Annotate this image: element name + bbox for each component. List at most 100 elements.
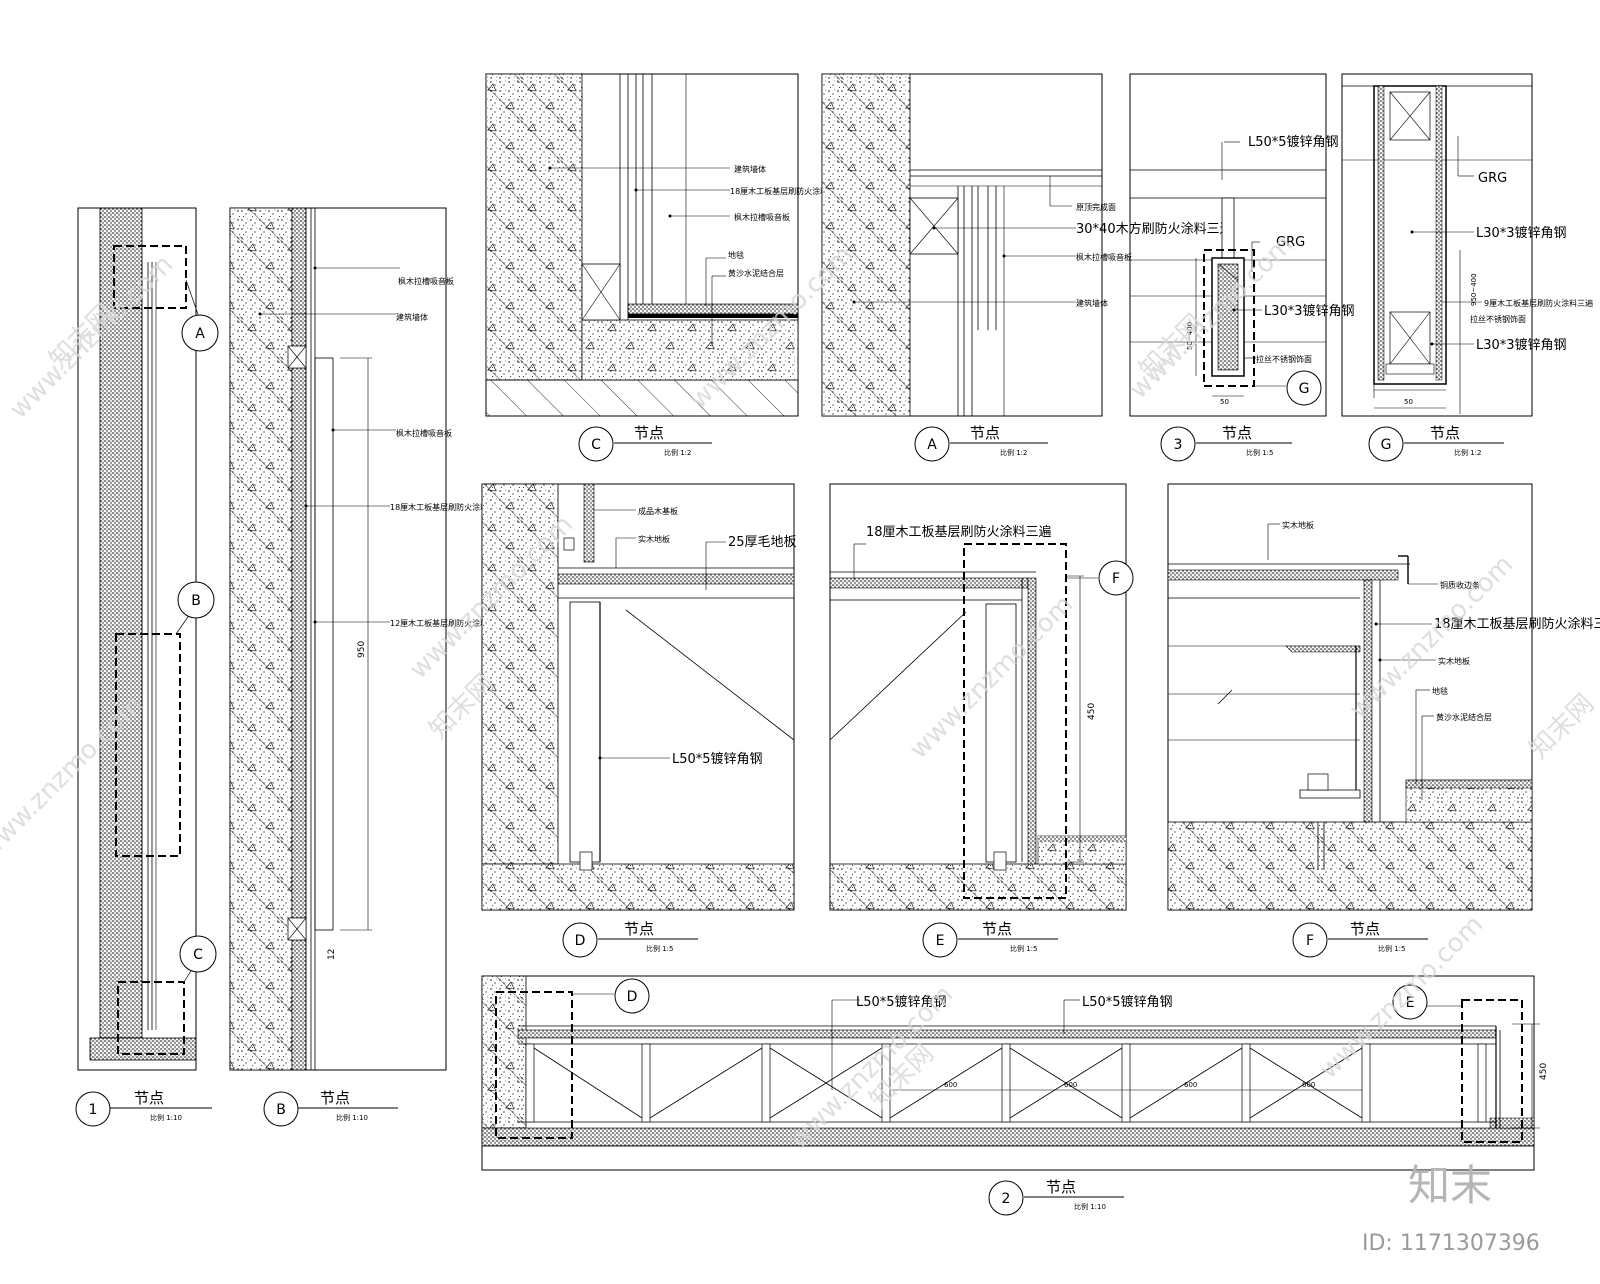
wood-block-G-bottom [1389, 311, 1431, 365]
detail-1-scale: 比例 1:10 [150, 1113, 182, 1122]
detail-2-label-1: L50*5镀锌角钢 [856, 994, 947, 1010]
detail-E-label-1: 18厘木工板基层刷防火涂料三遍 [866, 524, 1052, 540]
dim-950: 950 [340, 357, 372, 931]
detail-2-title: 节点 [1046, 1178, 1076, 1196]
dim-950-400: 950~400 [1459, 250, 1478, 414]
detail-D-title-block: D 节点 比例 1:5 [562, 920, 698, 958]
detail-E-title-block: E 节点 比例 1:5 [922, 920, 1058, 958]
detail-2-label-2: L50*5镀锌角钢 [1082, 994, 1173, 1010]
detail-E-scale: 比例 1:5 [1010, 944, 1038, 953]
detail-E-title: 节点 [982, 920, 1012, 938]
detail-F: 实木地板 铜质收边条 18厘木工板基层刷防火涂料三遍 实木地板 地毯 黄沙水泥结… [1167, 483, 1600, 958]
wood-block-A [909, 197, 959, 255]
dim-12-text: 12 [327, 949, 337, 960]
dim-600-3: 600 [1184, 1081, 1197, 1089]
detail-G-label-5: L30*3镀锌角钢 [1476, 337, 1567, 353]
detail-2-scale: 比例 1:10 [1074, 1202, 1106, 1211]
detail-3-title-block: 3 节点 比例 1:5 [1160, 424, 1292, 462]
detail-F-title-block: F 节点 比例 1:5 [1292, 920, 1428, 958]
logo-watermark: 知末 ID: 1171307396 [1362, 1161, 1540, 1256]
detail-A-scale: 比例 1:2 [1000, 448, 1028, 457]
detail-G: GRG L30*3镀锌角钢 9厘木工板基层刷防火涂料三遍 拉丝不锈钢饰面 L30… [1341, 73, 1593, 462]
detail-F-bubble: F [1306, 933, 1314, 949]
platform-bracing [533, 1047, 1363, 1119]
dim-600-4: 600 [1302, 1081, 1315, 1089]
detail-C-title-block: C 节点 比例 1:2 [578, 424, 712, 462]
detail-F-title: 节点 [1350, 920, 1380, 938]
watermark-brand-5: 知末网 [1524, 689, 1600, 765]
detail-F-label-6: 黄沙水泥结合层 [1436, 712, 1492, 722]
detail-A-bubble: A [927, 437, 937, 453]
detail-3-scale: 比例 1:5 [1246, 448, 1274, 457]
detail-B-label-5: 12厘木工板基层刷防火涂料三遍 [390, 618, 504, 628]
detail-1-title-block: 1 节点 比例 1:10 [75, 1089, 212, 1127]
detail-B-label-1: 枫木拉槽吸音板 [398, 276, 454, 286]
detail-F-label-4: 实木地板 [1438, 656, 1470, 666]
callout-F-bubble[interactable]: F [1066, 560, 1134, 596]
callout-B-bubble[interactable]: B [177, 581, 215, 619]
detail-G-title: 节点 [1430, 424, 1460, 442]
detail-E: 18厘木工板基层刷防火涂料三遍 450 F E 节点 比例 1:5 [829, 483, 1134, 958]
dim-600-row: 600 600 600 600 [892, 1081, 1362, 1091]
detail-2: D E L50*5镀锌角钢 L50*5镀锌角钢 600 600 600 600 … [481, 975, 1549, 1216]
detail-F-label-5: 地毯 [1432, 686, 1448, 696]
detail-F-label-1: 实木地板 [1282, 520, 1314, 530]
detail-3-label-2: GRG [1276, 235, 1305, 250]
detail-G-label-1: GRG [1478, 171, 1507, 186]
logo-text: 知末 [1408, 1161, 1492, 1210]
detail-B-label-3: 枫木拉槽吸音板 [396, 428, 452, 438]
callout-D-bubble[interactable]: D [572, 978, 650, 1014]
detail-2-dim-h: 450 [1539, 1063, 1549, 1080]
detail-3: L50*5镀锌角钢 GRG L30*3镀锌角钢 拉丝不锈钢饰面 50~400 5… [1129, 73, 1355, 462]
detail-3-label-1: L50*5镀锌角钢 [1248, 134, 1339, 150]
dim-50-400: 50~400 [1186, 258, 1197, 376]
detail-3-title: 节点 [1222, 424, 1252, 442]
callout-D-label: D [627, 989, 638, 1005]
detail-B-title-block: B 节点 比例 1:10 [263, 1089, 398, 1127]
detail-B-scale: 比例 1:10 [336, 1113, 368, 1122]
callout-E-bubble[interactable]: E [1392, 984, 1462, 1020]
detail-A-label-3: 枫木拉槽吸音板 [1076, 252, 1132, 262]
detail-C-label-5: 黄沙水泥结合层 [728, 268, 784, 278]
detail-A-label-1: 原顶完成面 [1076, 202, 1116, 212]
detail-G-dim-h: 950~400 [1470, 273, 1478, 306]
callout-G-bubble[interactable]: G [1254, 370, 1322, 406]
detail-3-dim-h: 50~400 [1186, 322, 1194, 350]
detail-3-label-3: L30*3镀锌角钢 [1264, 303, 1355, 319]
detail-G-label-2: L30*3镀锌角钢 [1476, 225, 1567, 241]
detail-D: 成品木基板 实木地板 25厚毛地板 L50*5镀锌角钢 D 节点 比例 1:5 [481, 483, 797, 958]
detail-E-dim-text: 450 [1087, 703, 1097, 720]
blocking-bottom [287, 917, 307, 941]
detail-2-title-block: 2 节点 比例 1:10 [988, 1178, 1124, 1216]
callout-G-label: G [1299, 381, 1310, 397]
detail-G-title-block: G 节点 比例 1:2 [1368, 424, 1504, 462]
detail-C-label-2: 18厘木工板基层刷防火涂料三遍 [730, 186, 844, 196]
detail-G-label-3: 9厘木工板基层刷防火涂料三遍 [1484, 298, 1593, 308]
platform-posts [525, 1043, 1487, 1123]
image-id-label: ID: 1171307396 [1362, 1231, 1540, 1256]
detail-2-bubble: 2 [1002, 1191, 1011, 1207]
watermark-site-9: www.znzmo.com [1314, 910, 1489, 1085]
callout-C-bubble[interactable]: C [179, 935, 217, 973]
detail-1: A B C 1 节点 比例 1:10 [75, 207, 219, 1127]
detail-E-bubble: E [936, 933, 945, 949]
detail-C-bubble: C [591, 437, 601, 453]
detail-D-label-3: 25厚毛地板 [728, 535, 797, 550]
detail-A-label-2: 30*40木方刷防火涂料三遍 [1076, 221, 1233, 237]
detail-3-bubble: 3 [1174, 437, 1183, 453]
detail-C-title: 节点 [634, 424, 664, 442]
dim-450-E: 450 [1066, 575, 1097, 863]
detail-D-title: 节点 [624, 920, 654, 938]
detail-G-label-4: 拉丝不锈钢饰面 [1470, 314, 1526, 324]
detail-B-bubble: B [276, 1102, 286, 1118]
detail-A-title: 节点 [970, 424, 1000, 442]
detail-F-label-2: 铜质收边条 [1440, 580, 1480, 590]
dim-600-2: 600 [1064, 1081, 1077, 1089]
callout-A-label: A [195, 326, 205, 342]
detail-D-label-1: 成品木基板 [638, 506, 678, 516]
detail-C: 建筑墙体 18厘木工板基层刷防火涂料三遍 枫木拉槽吸音板 地毯 黄沙水泥结合层 … [485, 73, 844, 462]
detail-D-scale: 比例 1:5 [646, 944, 674, 953]
detail-A-title-block: A 节点 比例 1:2 [914, 424, 1048, 462]
callout-A-bubble[interactable]: A [181, 314, 219, 352]
